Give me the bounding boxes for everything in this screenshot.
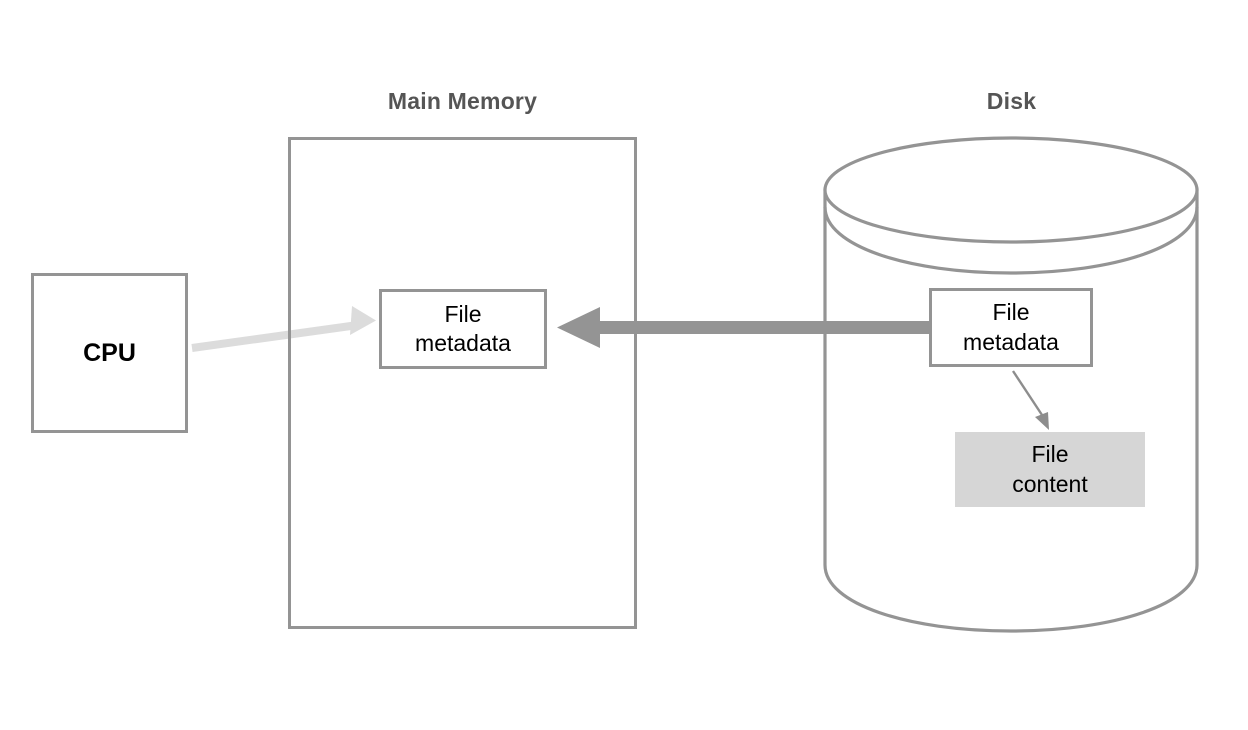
arrow-disk-metadata-to-disk-content <box>1011 370 1049 430</box>
disk-file-metadata-label-line2: metadata <box>963 328 1059 355</box>
thick-arrow-shape <box>557 307 929 348</box>
disk-file-content-label-line1: File <box>1031 441 1069 468</box>
disk-cylinder <box>823 136 1199 633</box>
main-memory-region <box>288 137 637 629</box>
cpu-box[interactable]: CPU <box>31 273 188 433</box>
thin-arrow-head <box>1035 412 1049 430</box>
memory-file-metadata-label-line2: metadata <box>415 330 511 356</box>
disk-file-metadata-label-line1: File <box>992 299 1030 326</box>
thin-arrow-shaft <box>1011 370 1046 419</box>
disk-cylinder-rim-band <box>823 206 1199 275</box>
cpu-label: CPU <box>83 339 136 367</box>
section-title-disk: Disk <box>986 88 1037 114</box>
memory-file-metadata-box[interactable]: File metadata <box>379 289 547 369</box>
disk-cylinder-body <box>823 188 1199 633</box>
disk-file-content-label-line2: content <box>1012 470 1088 497</box>
disk-cylinder-top <box>823 136 1199 244</box>
disk-file-content-box[interactable]: File content <box>955 432 1145 507</box>
arrow-disk-metadata-to-memory-metadata <box>557 307 929 348</box>
faint-arrow-shaft <box>191 321 359 352</box>
memory-file-metadata-label-line1: File <box>444 300 482 327</box>
arrow-cpu-to-memory-metadata <box>191 306 376 352</box>
section-title-main-memory: Main Memory <box>387 88 538 114</box>
faint-arrow-head <box>350 306 376 335</box>
disk-file-metadata-box[interactable]: File metadata <box>929 288 1093 367</box>
